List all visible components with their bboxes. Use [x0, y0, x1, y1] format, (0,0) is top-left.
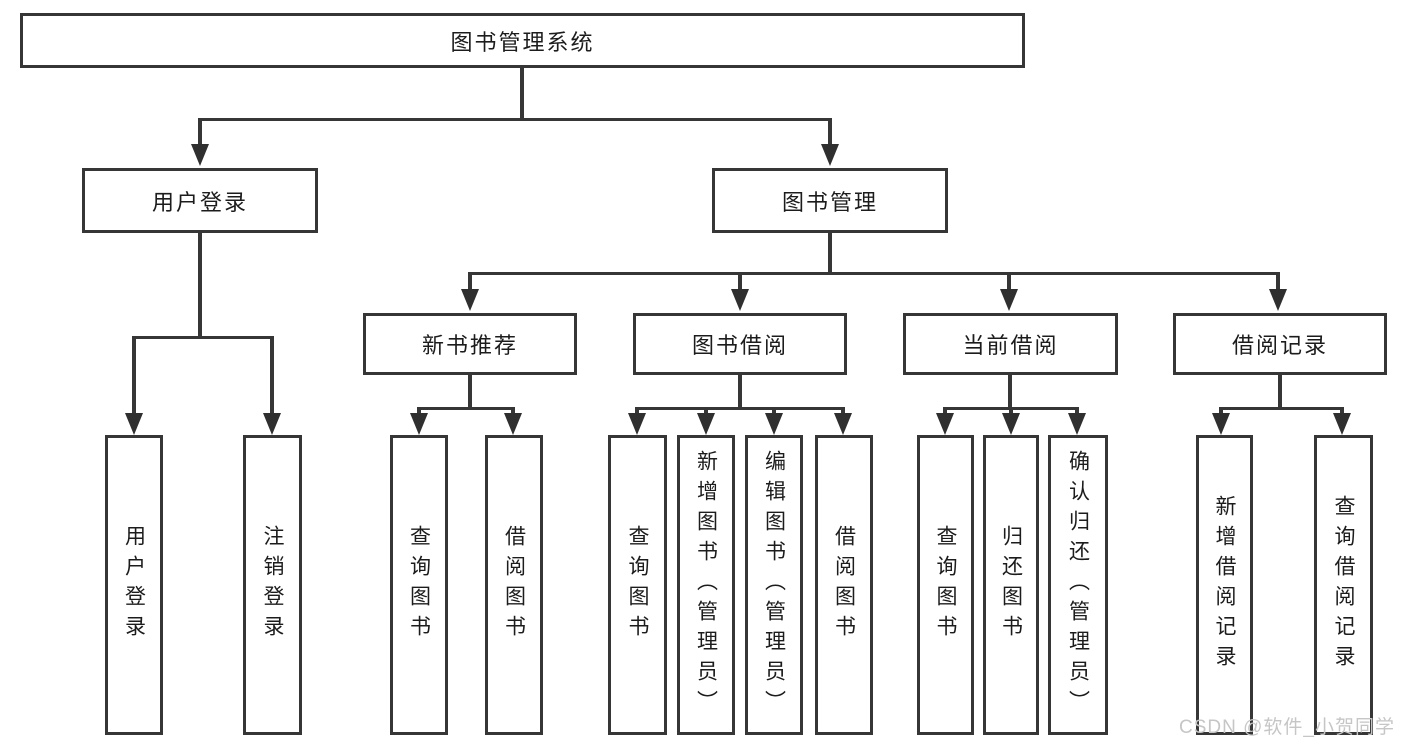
node-label: 图书管理系统 — [450, 29, 595, 55]
arrow-down-icon — [410, 413, 428, 435]
connector-drop — [1340, 407, 1344, 416]
node-add-borrow-record: 新增借阅记录 — [1196, 435, 1253, 735]
connector-drop — [943, 407, 947, 416]
node-book-borrowing: 图书借阅 — [633, 313, 847, 375]
node-label: 查询图书 — [407, 525, 431, 645]
arrow-down-icon — [936, 413, 954, 435]
node-label: 新增图书（管理员） — [694, 450, 718, 720]
node-label: 新书推荐 — [421, 333, 518, 358]
connector-rail — [132, 336, 274, 339]
node-label: 归还图书 — [999, 525, 1023, 645]
arrow-down-icon — [504, 413, 522, 435]
node-label: 图书管理 — [781, 189, 878, 215]
node-label: 查询图书 — [626, 525, 649, 645]
arrow-down-icon — [125, 413, 143, 435]
connector-stem — [1008, 373, 1012, 409]
connector-drop — [704, 407, 708, 416]
node-label: 借阅图书 — [832, 525, 856, 645]
connector-stem — [738, 373, 742, 409]
connector-drop — [772, 407, 776, 416]
node-logout: 注销登录 — [243, 435, 302, 735]
node-label: 编辑图书（管理员） — [762, 450, 786, 720]
node-current-borrowing: 当前借阅 — [903, 313, 1118, 375]
connector-drop — [468, 272, 472, 292]
node-label: 注销登录 — [261, 525, 284, 645]
arrow-down-icon — [697, 413, 715, 435]
connector-rail — [468, 272, 1280, 275]
connector-stem — [828, 231, 832, 274]
node-label: 查询图书 — [934, 525, 957, 645]
node-edit-books-admin: 编辑图书（管理员） — [745, 435, 803, 735]
connector-drop — [198, 118, 202, 146]
arrow-down-icon — [628, 413, 646, 435]
connector-rail — [1219, 407, 1344, 410]
arrow-down-icon — [461, 289, 479, 311]
connector-drop — [1007, 272, 1011, 292]
node-query-borrow-record: 查询借阅记录 — [1314, 435, 1373, 735]
arrow-down-icon — [191, 144, 209, 166]
arrow-down-icon — [263, 413, 281, 435]
node-label: 用户登录 — [151, 189, 248, 215]
node-label: 借阅记录 — [1231, 333, 1328, 358]
node-label: 查询借阅记录 — [1332, 495, 1355, 675]
node-library-management-system: 图书管理系统 — [20, 13, 1025, 68]
node-label: 图书借阅 — [691, 333, 788, 358]
arrow-down-icon — [1269, 289, 1287, 311]
node-add-books-admin: 新增图书（管理员） — [677, 435, 735, 735]
node-user-login-action: 用户登录 — [105, 435, 163, 735]
node-confirm-return-admin: 确认归还（管理员） — [1048, 435, 1108, 735]
connector-drop — [270, 336, 274, 415]
connector-drop — [1276, 272, 1280, 292]
connector-drop — [841, 407, 845, 416]
connector-drop — [635, 407, 639, 416]
node-user-login: 用户登录 — [82, 168, 318, 233]
node-borrow-books: 借阅图书 — [815, 435, 873, 735]
connector-drop — [511, 407, 515, 416]
connector-drop — [1075, 407, 1079, 416]
connector-stem — [1278, 373, 1282, 409]
connector-rail — [635, 407, 845, 410]
connector-stem — [468, 373, 472, 409]
node-query-books-current: 查询图书 — [917, 435, 974, 735]
arrow-down-icon — [765, 413, 783, 435]
connector-drop — [417, 407, 421, 416]
connector-drop — [1219, 407, 1223, 416]
connector-rail — [417, 407, 515, 410]
node-label: 用户登录 — [122, 525, 146, 645]
node-borrowing-records: 借阅记录 — [1173, 313, 1387, 375]
watermark: CSDN @软件_小贺同学 — [1179, 717, 1395, 738]
arrow-down-icon — [1212, 413, 1230, 435]
arrow-down-icon — [731, 289, 749, 311]
node-query-books-borrowing: 查询图书 — [608, 435, 667, 735]
arrow-down-icon — [1000, 289, 1018, 311]
connector-drop — [1009, 407, 1013, 416]
node-query-books-recommend: 查询图书 — [390, 435, 448, 735]
node-label: 新增借阅记录 — [1213, 495, 1236, 675]
arrow-down-icon — [1068, 413, 1086, 435]
arrow-down-icon — [834, 413, 852, 435]
node-book-management: 图书管理 — [712, 168, 948, 233]
connector-drop — [828, 118, 832, 146]
connector-stem — [198, 231, 202, 338]
node-label: 当前借阅 — [962, 333, 1059, 358]
arrow-down-icon — [1333, 413, 1351, 435]
node-borrow-books-recommend: 借阅图书 — [485, 435, 543, 735]
connector-rail — [198, 118, 832, 121]
connector-stem — [520, 66, 524, 120]
node-label: 借阅图书 — [502, 525, 526, 645]
arrow-down-icon — [821, 144, 839, 166]
connector-drop — [738, 272, 742, 292]
arrow-down-icon — [1002, 413, 1020, 435]
connector-drop — [132, 336, 136, 415]
node-label: 确认归还（管理员） — [1066, 450, 1090, 720]
node-new-book-recommendation: 新书推荐 — [363, 313, 577, 375]
node-return-books: 归还图书 — [983, 435, 1039, 735]
